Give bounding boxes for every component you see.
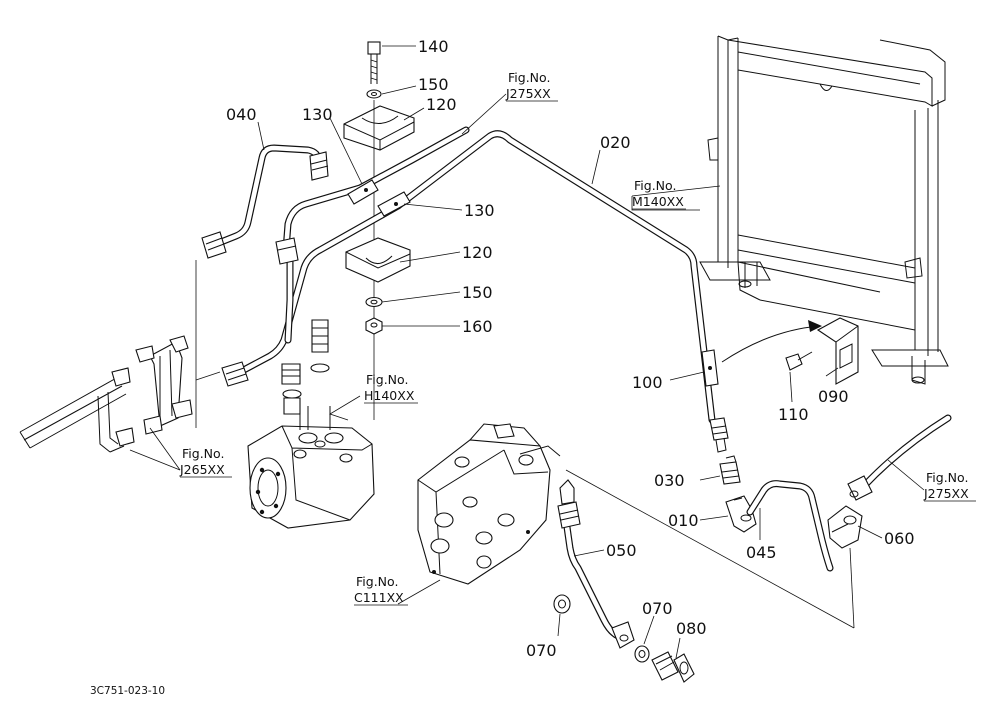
washer-150-upper (366, 89, 382, 99)
left-pipe-assembly (19, 335, 193, 453)
bolt-140 (367, 41, 381, 84)
union-030 (719, 455, 741, 485)
washer-070-right (634, 645, 650, 663)
pipe-045 (746, 480, 834, 572)
clamp-120-upper (343, 105, 415, 151)
svg-text:J265XX: J265XX (179, 462, 225, 477)
label-050: 050 (606, 541, 637, 560)
elbow-010 (725, 495, 757, 533)
radiator-frame (699, 35, 949, 385)
label-070-right: 070 (642, 599, 673, 618)
hose-right (847, 414, 952, 501)
label-130-upper: 130 (302, 105, 333, 124)
bolt-080 (651, 651, 695, 683)
svg-text:J275XX: J275XX (923, 486, 969, 501)
label-060: 060 (884, 529, 915, 548)
label-150-lower: 150 (462, 283, 493, 302)
figure-references: Fig.No. J275XX Fig.No. M140XX Fig.No. H1… (179, 70, 976, 606)
sleeve-100 (701, 349, 719, 387)
figref-h140: Fig.No. H140XX (364, 372, 418, 404)
label-040: 040 (226, 105, 257, 124)
svg-text:Fig.No.: Fig.No. (356, 574, 398, 589)
bolt-110 (785, 351, 813, 371)
label-020: 020 (600, 133, 631, 152)
figref-m140: Fig.No. M140XX (632, 178, 686, 210)
pipe-050 (557, 479, 635, 649)
diagram-code: 3C751-023-10 (90, 685, 165, 697)
sleeve-130-upper (347, 179, 379, 205)
svg-text:Fig.No.: Fig.No. (926, 470, 968, 485)
steering-port-fittings (281, 319, 330, 415)
figref-j265: Fig.No. J265XX (179, 446, 232, 478)
label-030: 030 (654, 471, 685, 490)
svg-text:C111XX: C111XX (354, 590, 404, 605)
pipe-040 (201, 144, 329, 259)
washer-150-lower (365, 296, 383, 308)
leader-lines (129, 45, 925, 659)
label-100: 100 (632, 373, 663, 392)
part-number-labels: 140 150 120 130 040 020 130 120 150 160 … (226, 37, 915, 660)
figref-c111: Fig.No. C111XX (354, 574, 408, 606)
clamp-120-lower (345, 237, 411, 283)
sleeve-130-lower (377, 191, 411, 217)
steering-unit (247, 406, 375, 529)
label-130-lower: 130 (464, 201, 495, 220)
install-arrow-head (808, 320, 822, 332)
label-140: 140 (418, 37, 449, 56)
svg-text:Fig.No.: Fig.No. (508, 70, 550, 85)
washer-070-left (553, 594, 571, 614)
label-080: 080 (676, 619, 707, 638)
label-070-left: 070 (526, 641, 557, 660)
svg-text:M140XX: M140XX (632, 194, 684, 209)
pipe-020 (394, 130, 716, 424)
bracket-090 (816, 317, 859, 385)
install-arrow (721, 325, 821, 363)
pipe-020-end-nut (709, 417, 729, 453)
figref-j275-right: Fig.No. J275XX (923, 470, 976, 502)
svg-text:J275XX: J275XX (505, 86, 551, 101)
label-010: 010 (668, 511, 699, 530)
nut-160 (365, 317, 383, 335)
svg-text:Fig.No.: Fig.No. (182, 446, 224, 461)
control-valve (417, 423, 561, 585)
label-090: 090 (818, 387, 849, 406)
label-160: 160 (462, 317, 493, 336)
label-120-upper: 120 (426, 95, 457, 114)
svg-text:H140XX: H140XX (364, 388, 415, 403)
svg-text:Fig.No.: Fig.No. (366, 372, 408, 387)
label-110: 110 (778, 405, 809, 424)
svg-text:Fig.No.: Fig.No. (634, 178, 676, 193)
label-150-upper: 150 (418, 75, 449, 94)
elbow-060 (827, 505, 863, 549)
pipe-pair-left (221, 126, 470, 387)
label-045: 045 (746, 543, 777, 562)
figref-j275-top: Fig.No. J275XX (505, 70, 558, 102)
label-120-lower: 120 (462, 243, 493, 262)
